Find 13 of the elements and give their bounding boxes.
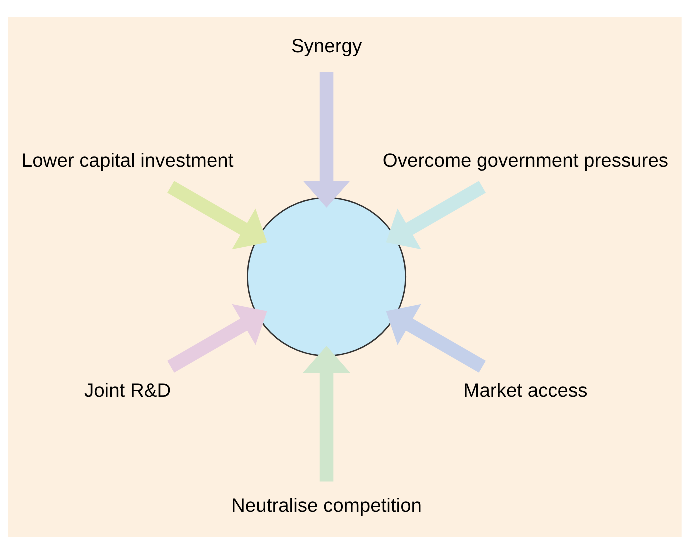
node-circle [247,196,407,356]
arrow [168,180,268,250]
arrow [168,304,268,372]
node-text: Synergy [291,36,362,57]
arrow [303,72,350,208]
arrow [386,180,486,250]
node-text: Neutralise competition [232,495,422,516]
node-text: Lower capital investment [22,150,234,172]
node-text: Overcome government pressures [382,150,669,172]
node-text: Joint R&D [84,380,172,402]
node-text: Market access [464,380,588,402]
arrow [386,304,486,372]
arrow [303,346,350,482]
